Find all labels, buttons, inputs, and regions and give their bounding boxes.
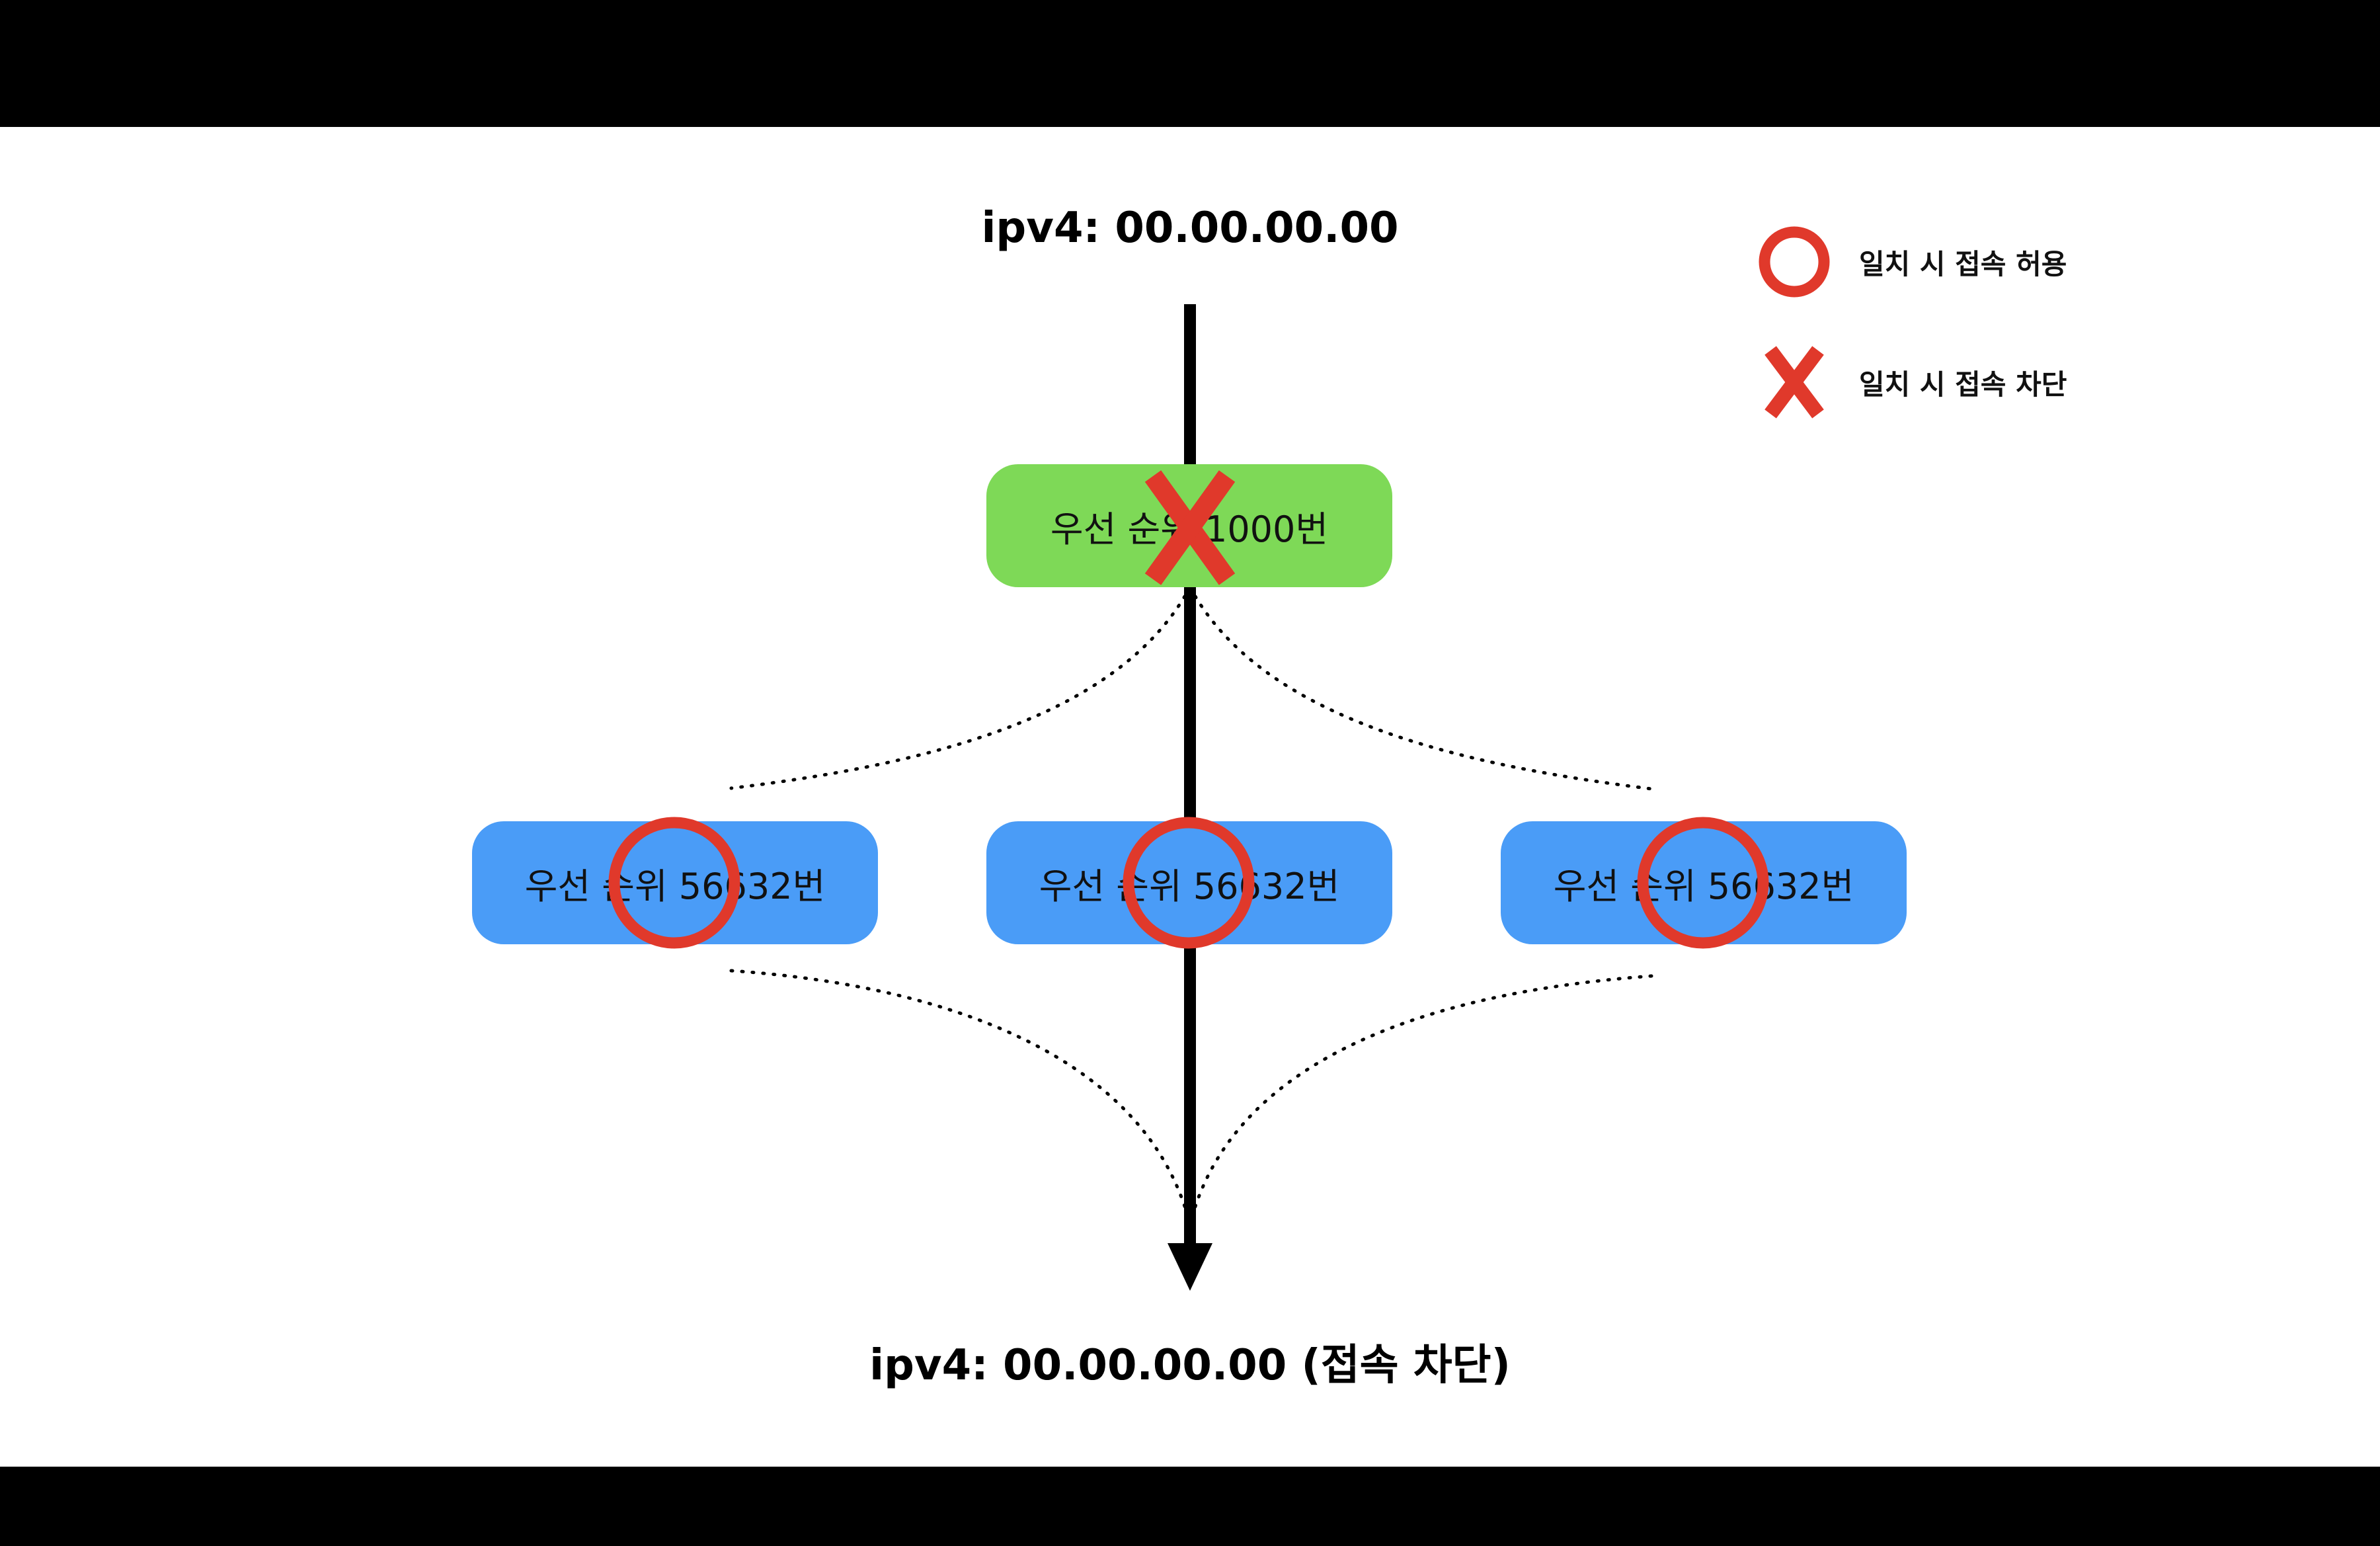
legend-allow-label: 일치 시 접속 허용 <box>1859 247 2067 280</box>
legend-block-label: 일치 시 접속 차단 <box>1859 368 2067 401</box>
branch-left-upper <box>729 585 1192 790</box>
x-icon <box>1765 346 1824 419</box>
rule-node-56632-center-label: 우선 순위 56632번 <box>1039 865 1340 907</box>
diagram-canvas: ipv4: 00.00.00.00 우선 순위 1000번 우선 순위 5663… <box>0 127 2380 1467</box>
rule-node-56632-right-label: 우선 순위 56632번 <box>1553 865 1854 907</box>
branch-right-lower <box>1188 974 1653 1227</box>
flow-arrow-head <box>1168 1243 1212 1291</box>
rule-node-56632-left: 우선 순위 56632번 <box>472 821 878 944</box>
rule-node-56632-right: 우선 순위 56632번 <box>1501 821 1907 944</box>
legend-block: 일치 시 접속 차단 <box>1757 345 2067 419</box>
branch-right-upper <box>1188 585 1659 792</box>
rule-node-56632-left-label: 우선 순위 56632번 <box>524 865 826 907</box>
legend-allow: 일치 시 접속 허용 <box>1757 225 2067 299</box>
rule-node-1000-label: 우선 순위 1000번 <box>1050 508 1329 550</box>
top-letterbox <box>0 0 2380 127</box>
result-label: ipv4: 00.00.00.00 (접속 차단) <box>869 1341 1511 1390</box>
branch-left-lower <box>729 969 1192 1227</box>
source-ip-label: ipv4: 00.00.00.00 <box>981 204 1399 253</box>
rule-node-1000: 우선 순위 1000번 <box>986 464 1392 587</box>
rule-node-56632-center: 우선 순위 56632번 <box>986 821 1392 944</box>
flow-connectors <box>729 304 1659 1291</box>
bottom-letterbox <box>0 1467 2380 1546</box>
circle-icon <box>1759 226 1830 298</box>
